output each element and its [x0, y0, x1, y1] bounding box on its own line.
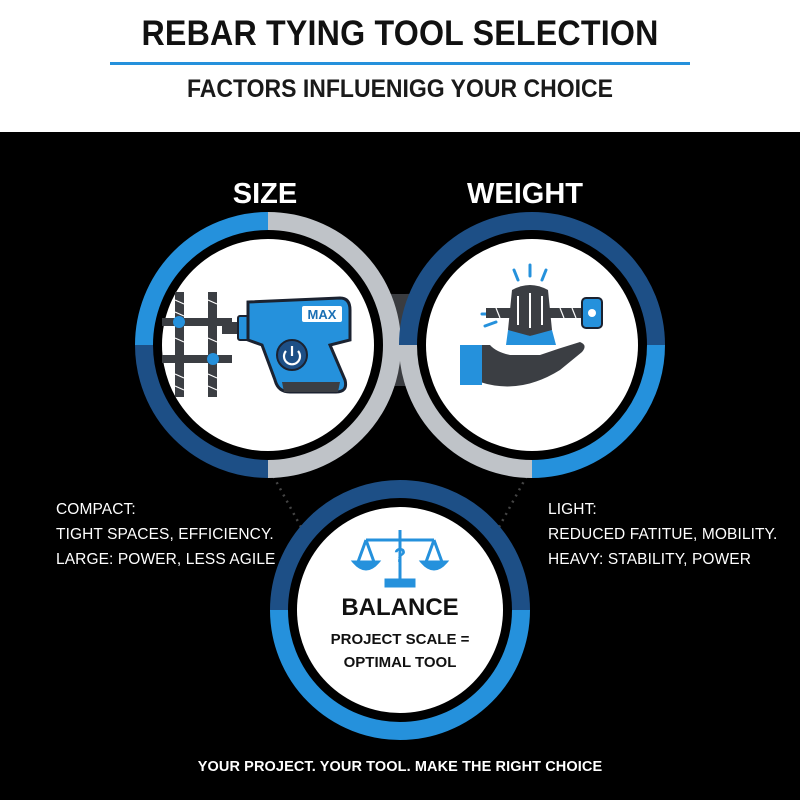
size-notes: COMPACT: TIGHT SPACES, EFFICIENCY. LARGE…	[56, 497, 296, 572]
balance-description: PROJECT SCALE = OPTIMAL TOOL	[300, 628, 500, 674]
weight-notes: LIGHT: REDUCED FATITUE, MOBILITY. HEAVY:…	[548, 497, 788, 572]
tool-brand-badge: MAX	[308, 307, 337, 322]
rebar-grid-icon	[162, 292, 232, 397]
weight-heading: WEIGHT	[467, 178, 583, 210]
question-mark-symbol: ?	[394, 545, 406, 567]
balance-circle	[270, 480, 530, 740]
title-divider	[110, 62, 690, 65]
balance-line: OPTIMAL TOOL	[343, 654, 457, 671]
weight-note-line: LIGHT:	[548, 501, 597, 518]
hand-gripping-rebar-icon	[460, 263, 603, 387]
header: REBAR TYING TOOL SELECTION FACTORS INFLU…	[0, 0, 800, 132]
page-subtitle: FACTORS INFLUENIGG YOUR CHOICE	[187, 75, 613, 103]
page-title: REBAR TYING TOOL SELECTION	[141, 14, 659, 53]
rebar-tying-tool-icon: MAX	[222, 296, 352, 394]
balance-line: PROJECT SCALE =	[330, 631, 470, 648]
size-note-line: LARGE: POWER, LESS AGILE	[56, 551, 276, 568]
size-note-line: COMPACT:	[56, 501, 136, 518]
footer-tagline: YOUR PROJECT. YOUR TOOL. MAKE THE RIGHT …	[197, 759, 603, 775]
size-note-line: TIGHT SPACES, EFFICIENCY.	[56, 526, 274, 543]
power-icon	[282, 346, 302, 366]
size-heading: SIZE	[232, 178, 298, 210]
weight-note-line: REDUCED FATITUE, MOBILITY.	[548, 526, 778, 543]
weight-note-line: HEAVY: STABILITY, POWER	[548, 551, 751, 568]
balance-scale-icon: ?	[350, 530, 450, 588]
balance-heading: BALANCE	[341, 594, 459, 621]
